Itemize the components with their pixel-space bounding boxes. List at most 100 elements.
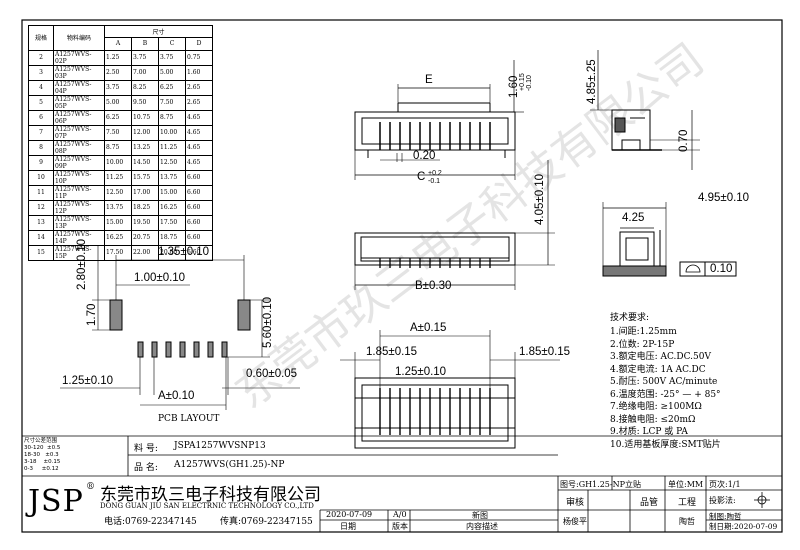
dim-485: 4.85±.25 bbox=[586, 59, 598, 104]
spec-col-c: C bbox=[158, 37, 186, 51]
table-cell: 2.65 bbox=[185, 94, 213, 111]
spec-col-a: A bbox=[104, 37, 132, 51]
table-cell: 15 bbox=[28, 244, 54, 261]
review-label: 审核 bbox=[566, 498, 585, 508]
list-item: 4.额定电流: 1A AC.DC bbox=[610, 364, 706, 375]
dim-bottom-185-right: 1.85±0.15 bbox=[519, 346, 571, 358]
table-cell: 8.75 bbox=[104, 139, 132, 156]
table-cell: 3.75 bbox=[158, 49, 186, 66]
table-cell: 5.00 bbox=[158, 64, 186, 81]
table-cell: A1257WVS-13P bbox=[53, 214, 105, 231]
rev-version: A/0 bbox=[393, 510, 407, 519]
dim-e: E bbox=[425, 74, 433, 86]
make-date: 制日期:2020-07-09 bbox=[709, 522, 778, 531]
table-cell: 1.25 bbox=[104, 49, 132, 66]
table-cell: 6.60 bbox=[185, 199, 213, 216]
drafter: 陶哲 bbox=[679, 517, 695, 526]
table-cell: 4.65 bbox=[185, 139, 213, 156]
middle-view bbox=[354, 160, 555, 290]
jsp-logo: JSP bbox=[28, 484, 84, 519]
table-cell: 17.50 bbox=[104, 244, 132, 261]
fax: 传真:0769-22347155 bbox=[220, 517, 313, 527]
tech-title: 技术要求: bbox=[610, 313, 650, 323]
page-no: 页次:1/1 bbox=[709, 480, 741, 489]
table-cell: A1257WVS-02P bbox=[53, 49, 105, 66]
table-cell: 15.00 bbox=[104, 214, 132, 231]
table-cell: 12 bbox=[28, 199, 54, 216]
table-cell: 10 bbox=[28, 169, 54, 186]
table-cell: A1257WVS-12P bbox=[53, 199, 105, 216]
table-cell: 6 bbox=[28, 109, 54, 126]
list-item: 30-120 ±0.5 bbox=[24, 445, 61, 451]
table-cell: 13 bbox=[28, 214, 54, 231]
table-cell: 6.60 bbox=[185, 244, 213, 261]
dim-pcb-a: A±0.10 bbox=[158, 390, 195, 402]
table-cell: 12.50 bbox=[158, 154, 186, 171]
table-cell: 19.50 bbox=[131, 214, 159, 231]
dim-c: C bbox=[417, 171, 426, 183]
table-cell: A1257WVS-03P bbox=[53, 64, 105, 81]
list-item: 7.绝缘电阻: ≥100MΩ bbox=[610, 402, 702, 412]
table-cell: 15.75 bbox=[131, 169, 159, 186]
table-cell: 18.75 bbox=[158, 229, 186, 246]
table-cell: 6.25 bbox=[104, 109, 132, 126]
dim-b: B±0.30 bbox=[415, 280, 452, 292]
rev-date: 2020-07-09 bbox=[326, 510, 373, 519]
table-cell: 16.25 bbox=[104, 229, 132, 246]
table-cell: 8 bbox=[28, 139, 54, 156]
phone: 电话:0769-22347145 bbox=[104, 517, 197, 527]
table-cell: A1257WVS-06P bbox=[53, 109, 105, 126]
list-item: 1.间距:1.25mm bbox=[610, 327, 677, 337]
part-no-label: 料 号: bbox=[134, 444, 158, 454]
table-cell: 10.00 bbox=[104, 154, 132, 171]
table-cell: 12.50 bbox=[104, 184, 132, 201]
dim-pcb-060: 0.60±0.05 bbox=[246, 368, 298, 380]
dim-bottom-125: 1.25±0.10 bbox=[395, 366, 447, 378]
spec-head-dim: 尺寸 bbox=[104, 24, 213, 39]
table-cell: 3 bbox=[28, 64, 54, 81]
table-cell: 16.25 bbox=[158, 199, 186, 216]
dim-405: 4.05±0.10 bbox=[534, 173, 546, 225]
table-cell: 4.65 bbox=[185, 109, 213, 126]
list-item: 3.额定电压: AC.DC.50V bbox=[610, 352, 711, 362]
table-cell: 6.25 bbox=[158, 79, 186, 96]
table-cell: 13.75 bbox=[104, 199, 132, 216]
name-label: 品 名: bbox=[134, 463, 158, 473]
dim-495: 4.95±0.10 bbox=[698, 192, 750, 204]
table-cell: 8.75 bbox=[158, 109, 186, 126]
product-name: A1257WVS(GH1.25)-NP bbox=[174, 460, 285, 470]
pcb-layout bbox=[60, 245, 300, 410]
table-cell: 5 bbox=[28, 94, 54, 111]
sheet-border bbox=[21, 19, 783, 533]
company-en: DONG GUAN JIU SAN ELECTRNIC TECHNOLOGY C… bbox=[100, 502, 314, 510]
table-cell: 2 bbox=[28, 49, 54, 66]
table-cell: 0.75 bbox=[185, 49, 213, 66]
dim-c-up: +0.2 bbox=[428, 170, 442, 177]
dim-bottom-185-left: 1.85±0.15 bbox=[366, 346, 418, 358]
reg-mark: ® bbox=[86, 482, 95, 492]
top-front-view bbox=[354, 60, 524, 180]
dim-pcb-560: 5.60±0.10 bbox=[262, 296, 274, 348]
table-cell: 17.50 bbox=[158, 214, 186, 231]
table-cell: 3.75 bbox=[131, 49, 159, 66]
list-item: 18-30 ±0.3 bbox=[24, 452, 59, 458]
table-cell: 6.60 bbox=[185, 184, 213, 201]
side-view-bottom bbox=[602, 202, 737, 277]
table-cell: 2.65 bbox=[185, 79, 213, 96]
table-cell: 9 bbox=[28, 154, 54, 171]
